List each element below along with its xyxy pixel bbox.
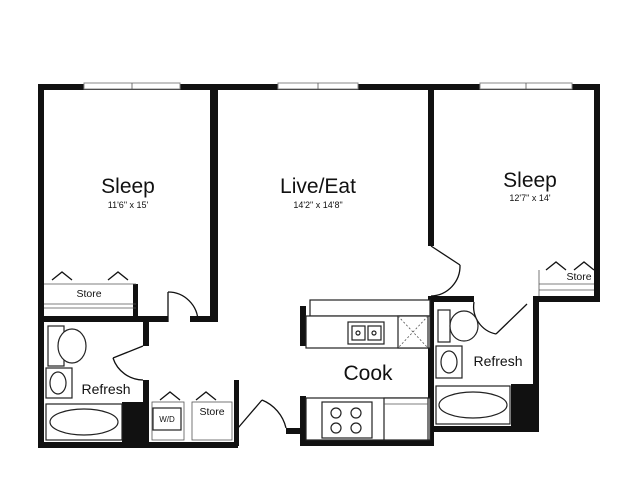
windows <box>83 82 573 90</box>
room-name-refresh-right: Refresh <box>473 353 522 369</box>
store-label-right: Store <box>566 271 591 283</box>
room-dims-live-eat: 14'2" x 14'8" <box>293 200 342 210</box>
washer-dryer-label: W/D <box>159 415 175 424</box>
kitchen-fixtures <box>305 299 431 441</box>
room-name-refresh-left: Refresh <box>81 381 130 397</box>
left-bath-fixtures <box>45 325 123 441</box>
interior-walls <box>38 84 535 446</box>
closets <box>44 270 594 441</box>
doors <box>51 245 595 429</box>
room-name-sleep-left: Sleep <box>101 175 155 198</box>
right-bath-fixtures <box>435 309 511 425</box>
store-label-left: Store <box>76 288 101 300</box>
room-dims-sleep-left: 11'6" x 15' <box>108 200 149 210</box>
washer-dryer <box>152 407 182 431</box>
room-name-live-eat: Live/Eat <box>280 175 356 198</box>
room-dims-sleep-right: 12'7" x 14' <box>509 193 550 203</box>
room-name-sleep-right: Sleep <box>503 169 557 192</box>
room-name-cook: Cook <box>343 362 393 385</box>
store-label-hall: Store <box>199 406 224 418</box>
